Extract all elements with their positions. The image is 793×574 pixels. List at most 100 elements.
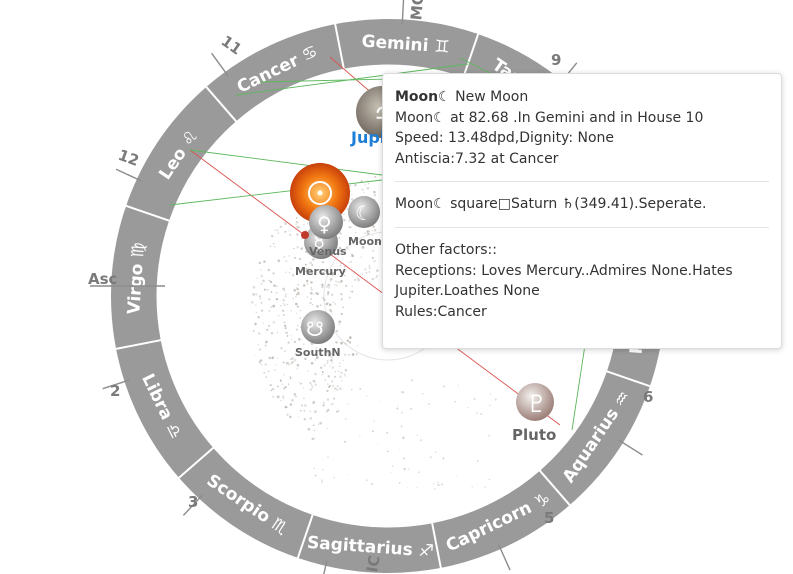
star-dot — [272, 242, 275, 245]
star-dot — [319, 421, 323, 425]
star-dot — [334, 284, 336, 286]
star-dot — [433, 488, 436, 490]
star-dot — [330, 353, 333, 355]
star-dot — [330, 403, 333, 406]
star-dot — [294, 394, 297, 398]
star-dot — [258, 360, 262, 363]
star-dot — [329, 309, 332, 312]
star-dot — [270, 234, 274, 238]
star-dot — [314, 359, 317, 361]
star-dot — [334, 303, 337, 305]
star-dot — [363, 232, 366, 234]
venus-planet[interactable]: ♀ — [309, 205, 343, 239]
star-dot — [433, 483, 435, 485]
star-dot — [372, 225, 375, 228]
star-dot — [286, 361, 289, 365]
star-dot — [288, 363, 290, 366]
star-dot — [342, 306, 344, 309]
star-dot — [321, 260, 325, 264]
star-dot — [489, 404, 491, 407]
tooltip-antiscia: Antiscia:7.32 at Cancer — [395, 150, 559, 167]
star-dot — [283, 324, 287, 327]
star-dot — [403, 457, 406, 460]
pluto-planet[interactable]: ♇ — [516, 383, 554, 421]
south-node-planet[interactable]: ☋ — [301, 310, 335, 344]
star-dot — [331, 272, 334, 275]
star-dot — [349, 290, 351, 293]
star-dot — [276, 331, 279, 334]
star-dot — [296, 288, 299, 291]
star-dot — [331, 366, 335, 369]
star-dot — [322, 271, 325, 275]
star-dot — [361, 188, 364, 191]
star-dot — [284, 230, 287, 233]
star-dot — [292, 297, 295, 300]
star-dot — [310, 298, 313, 300]
star-dot — [489, 393, 492, 395]
star-dot — [313, 467, 316, 470]
star-dot — [296, 367, 298, 370]
star-dot — [261, 364, 263, 367]
star-dot — [268, 279, 271, 282]
star-dot — [337, 410, 340, 413]
star-dot — [416, 487, 418, 489]
star-dot — [303, 387, 305, 389]
star-dot — [346, 208, 349, 210]
star-dot — [267, 370, 270, 373]
star-dot — [293, 340, 296, 343]
star-dot — [297, 416, 300, 418]
star-dot — [328, 284, 331, 287]
star-dot — [295, 224, 297, 226]
star-dot — [293, 288, 297, 292]
star-dot — [288, 272, 291, 274]
star-dot — [345, 375, 347, 377]
star-dot — [346, 339, 350, 343]
star-dot — [329, 365, 331, 367]
star-dot — [428, 403, 430, 405]
star-dot — [255, 293, 258, 296]
star-dot — [336, 385, 339, 388]
star-dot — [373, 194, 377, 197]
tooltip-divider — [395, 226, 769, 228]
star-dot — [343, 440, 347, 443]
moon-planet[interactable]: ☾ — [348, 196, 380, 228]
star-dot — [356, 345, 359, 347]
star-dot — [339, 375, 342, 379]
star-dot — [322, 401, 325, 404]
house-cusp-tick — [102, 379, 130, 390]
star-dot — [475, 412, 478, 415]
star-dot — [257, 343, 260, 346]
star-dot — [351, 194, 353, 196]
star-dot — [340, 312, 343, 316]
star-dot — [275, 291, 278, 294]
star-dot — [285, 271, 287, 274]
star-dot — [366, 232, 370, 236]
star-dot — [315, 292, 317, 294]
star-dot — [401, 391, 405, 394]
star-dot — [330, 356, 332, 358]
star-dot — [283, 374, 285, 376]
star-dot — [287, 383, 290, 385]
star-dot — [345, 246, 349, 250]
star-dot — [298, 226, 300, 229]
star-dot — [332, 402, 334, 405]
star-dot — [263, 372, 265, 374]
star-dot — [376, 275, 378, 277]
tooltip-title: Moon☾ New Moon — [395, 87, 769, 108]
star-dot — [314, 383, 318, 387]
star-dot — [284, 295, 287, 298]
star-dot — [306, 283, 309, 285]
star-dot — [281, 383, 284, 385]
star-dot — [361, 273, 364, 275]
star-dot — [267, 269, 270, 271]
star-dot — [293, 393, 296, 396]
star-dot — [341, 380, 343, 382]
star-dot — [354, 184, 357, 187]
star-dot — [343, 218, 346, 222]
star-dot — [309, 381, 312, 384]
star-dot — [339, 250, 341, 252]
sign-separator — [296, 514, 314, 559]
star-dot — [324, 269, 328, 273]
star-dot — [259, 297, 262, 300]
tooltip-planet-name: Moon — [395, 89, 439, 105]
